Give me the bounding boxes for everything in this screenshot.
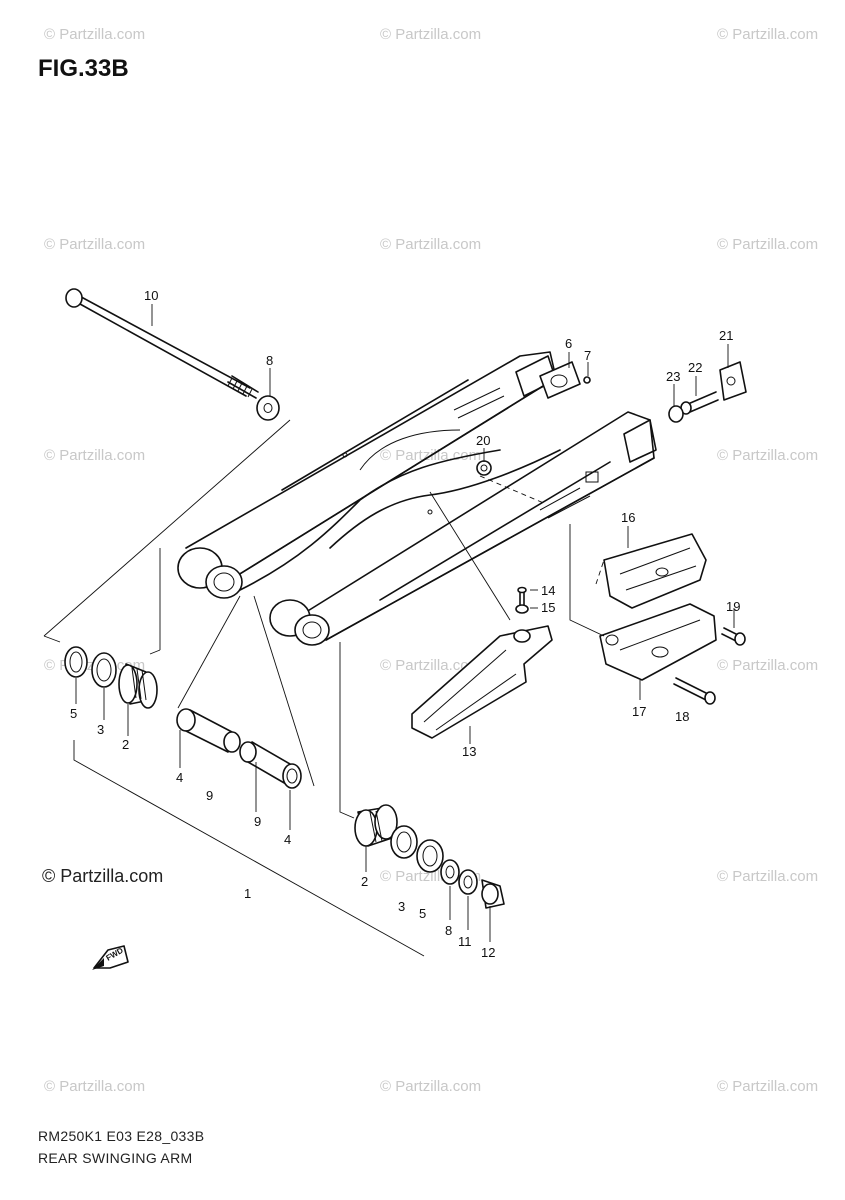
callout-labels: 10 8 6 7 21 22 23 20 16 14 15 19 17 18 1… <box>70 288 740 960</box>
swingarm-body <box>177 351 657 646</box>
callout-23: 23 <box>666 369 680 384</box>
callout-17: 17 <box>632 704 646 719</box>
callout-5: 5 <box>70 706 77 721</box>
callout-2: 2 <box>361 874 368 889</box>
left-bearing-stack <box>64 646 158 709</box>
callout-4: 4 <box>176 770 183 785</box>
collar-spacer-left <box>176 708 302 789</box>
callout-4: 4 <box>284 832 291 847</box>
watermark: © Partzilla.com <box>717 447 819 464</box>
watermark: © Partzilla.com <box>380 236 482 253</box>
callout-1: 1 <box>244 886 251 901</box>
callout-2: 2 <box>122 737 129 752</box>
watermark: © Partzilla.com <box>717 657 819 674</box>
chain-guide-upper <box>603 533 707 609</box>
callout-3: 3 <box>398 899 405 914</box>
chain-guide-lower <box>599 603 717 681</box>
chain-buffer <box>411 625 553 739</box>
fwd-arrow-icon: FWD <box>92 945 129 970</box>
callout-13: 13 <box>462 744 476 759</box>
callout-8: 8 <box>266 353 273 368</box>
callout-14: 14 <box>541 583 555 598</box>
callout-16: 16 <box>621 510 635 525</box>
callout-11: 11 <box>458 934 472 949</box>
callout-10: 10 <box>144 288 158 303</box>
diagram-code: RM250K1 E03 E28_033B <box>38 1128 205 1144</box>
washer-15 <box>515 604 529 614</box>
watermark: © Partzilla.com <box>44 1078 146 1095</box>
callout-8: 8 <box>445 923 452 938</box>
callout-9: 9 <box>254 814 261 829</box>
watermark: © Partzilla.com <box>44 447 146 464</box>
pivot-shaft <box>65 288 259 399</box>
watermark: © Partzilla.com <box>380 26 482 43</box>
leader-lines <box>43 304 735 957</box>
figure-title: FIG.33B <box>38 55 129 82</box>
watermark: © Partzilla.com <box>717 26 819 43</box>
bolt-18 <box>673 677 716 705</box>
bolt-19 <box>721 627 746 646</box>
copyright-notice: © Partzilla.com <box>42 866 164 886</box>
watermark: © Partzilla.com <box>44 26 146 43</box>
callout-19: 19 <box>726 599 740 614</box>
callout-18: 18 <box>675 709 689 724</box>
watermark: © Partzilla.com <box>717 868 819 885</box>
bolt-14 <box>517 586 527 607</box>
callout-21: 21 <box>719 328 733 343</box>
washer-top <box>256 395 280 421</box>
watermark: © Partzilla.com <box>380 1078 482 1095</box>
watermark: © Partzilla.com <box>44 236 146 253</box>
callout-12: 12 <box>481 945 495 960</box>
callout-5: 5 <box>419 906 426 921</box>
watermark: © Partzilla.com <box>717 1078 819 1095</box>
diagram-name: REAR SWINGING ARM <box>38 1150 193 1166</box>
callout-9: 9 <box>206 788 213 803</box>
right-bearing-stack <box>354 804 505 909</box>
callout-15: 15 <box>541 600 555 615</box>
callout-7: 7 <box>584 348 591 363</box>
nut-20 <box>476 460 492 476</box>
watermark: © Partzilla.com <box>717 236 819 253</box>
callout-22: 22 <box>688 360 702 375</box>
watermark: © Partzilla.com <box>380 657 482 674</box>
callout-6: 6 <box>565 336 572 351</box>
chain-adjuster-left <box>539 361 591 399</box>
callout-20: 20 <box>476 433 490 448</box>
callout-3: 3 <box>97 722 104 737</box>
chain-adjuster-right <box>668 361 747 423</box>
